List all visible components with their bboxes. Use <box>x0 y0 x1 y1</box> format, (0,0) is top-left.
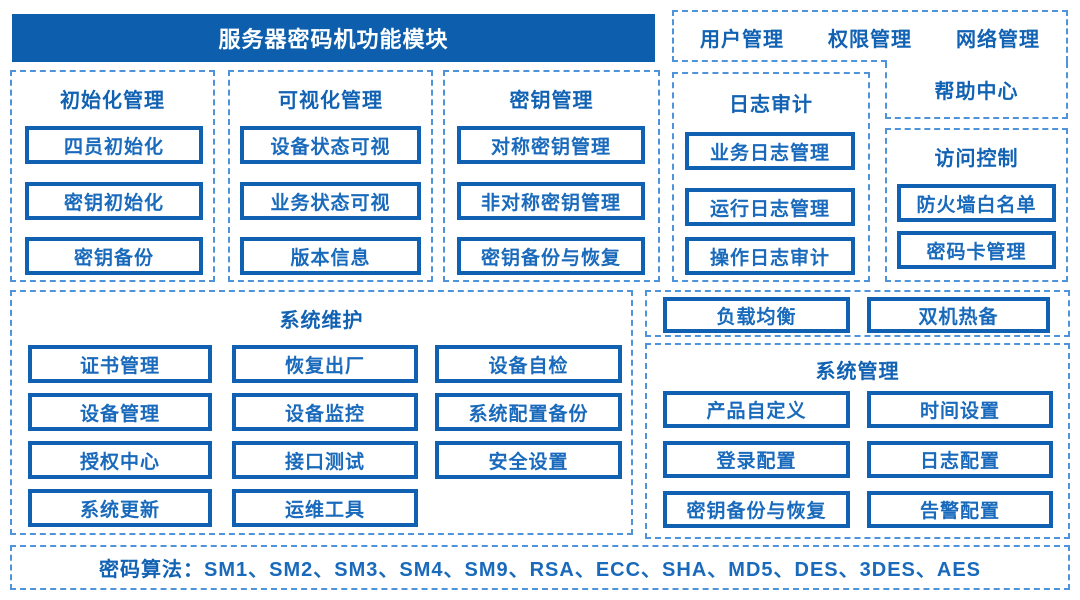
btn-key-init: 密钥初始化 <box>25 182 203 220</box>
btn-interface-test: 接口测试 <box>232 441 418 479</box>
btn-device-self-check: 设备自检 <box>435 345 622 383</box>
diagram-title-bar: 服务器密码机功能模块 <box>12 14 655 62</box>
btn-firewall-whitelist: 防火墙白名单 <box>897 184 1056 222</box>
label-help-center: 帮助中心 <box>934 81 1019 103</box>
btn-business-status-visual: 业务状态可视 <box>240 182 421 220</box>
btn-device-monitor: 设备监控 <box>232 393 418 431</box>
btn-ops-tools: 运维工具 <box>232 489 418 527</box>
btn-crypto-card-mgmt: 密码卡管理 <box>897 231 1056 269</box>
group-system-management-title: 系统管理 <box>815 361 900 383</box>
group-access-control <box>885 128 1068 282</box>
group-high-availability <box>645 290 1070 337</box>
group-visual-mgmt-title: 可视化管理 <box>278 90 383 112</box>
group-help-center: 帮助中心 <box>885 62 1068 119</box>
label-network-mgmt: 网络管理 <box>956 28 1040 51</box>
group-key-mgmt-title: 密钥管理 <box>509 90 594 112</box>
group-log-audit <box>672 72 870 282</box>
btn-key-backup-restore: 密钥备份与恢复 <box>457 237 645 275</box>
group-key-mgmt <box>443 70 660 282</box>
btn-product-customize: 产品自定义 <box>663 391 850 428</box>
btn-system-config-backup: 系统配置备份 <box>435 393 622 431</box>
btn-runtime-log-mgmt: 运行日志管理 <box>685 188 855 226</box>
btn-symmetric-key-mgmt: 对称密钥管理 <box>457 126 645 164</box>
group-system-management <box>645 343 1070 539</box>
crypto-algorithms-list: SM1、SM2、SM3、SM4、SM9、RSA、ECC、SHA、MD5、DES、… <box>203 559 981 581</box>
btn-alarm-config: 告警配置 <box>867 491 1053 528</box>
group-init-mgmt <box>10 70 215 282</box>
btn-cert-mgmt: 证书管理 <box>28 345 212 383</box>
btn-dual-hot-standby: 双机热备 <box>867 297 1050 333</box>
btn-security-settings: 安全设置 <box>435 441 622 479</box>
btn-system-update: 系统更新 <box>28 489 212 527</box>
label-permission-mgmt: 权限管理 <box>828 28 912 51</box>
btn-factory-reset: 恢复出厂 <box>232 345 418 383</box>
group-user-permission-network: 用户管理 权限管理 网络管理 <box>672 10 1068 62</box>
btn-load-balance: 负载均衡 <box>663 297 850 333</box>
group-init-mgmt-title: 初始化管理 <box>60 90 165 112</box>
label-user-mgmt: 用户管理 <box>700 28 784 51</box>
btn-time-settings: 时间设置 <box>867 391 1053 428</box>
group-log-audit-title: 日志审计 <box>729 94 813 116</box>
btn-device-status-visual: 设备状态可视 <box>240 126 421 164</box>
btn-device-mgmt: 设备管理 <box>28 393 212 431</box>
btn-version-info: 版本信息 <box>240 237 421 275</box>
btn-business-log-mgmt: 业务日志管理 <box>685 132 855 170</box>
group-visual-mgmt <box>228 70 433 282</box>
btn-login-config: 登录配置 <box>663 441 850 478</box>
crypto-algorithms-label: 密码算法： <box>98 559 204 581</box>
btn-asymmetric-key-mgmt: 非对称密钥管理 <box>457 182 645 220</box>
group-system-maintenance-title: 系统维护 <box>279 310 364 332</box>
btn-key-backup: 密钥备份 <box>25 237 203 275</box>
btn-four-role-init: 四员初始化 <box>25 126 203 164</box>
group-system-maintenance <box>10 290 633 535</box>
btn-key-backup-restore-mgmt: 密钥备份与恢复 <box>663 491 850 528</box>
btn-log-config: 日志配置 <box>867 441 1053 478</box>
crypto-algorithms-bar: 密码算法： SM1、SM2、SM3、SM4、SM9、RSA、ECC、SHA、MD… <box>10 545 1070 590</box>
group-access-control-title: 访问控制 <box>934 148 1019 170</box>
btn-auth-center: 授权中心 <box>28 441 212 479</box>
group-user-permission-bottom-edge <box>672 60 887 62</box>
btn-operation-log-audit: 操作日志审计 <box>685 237 855 275</box>
